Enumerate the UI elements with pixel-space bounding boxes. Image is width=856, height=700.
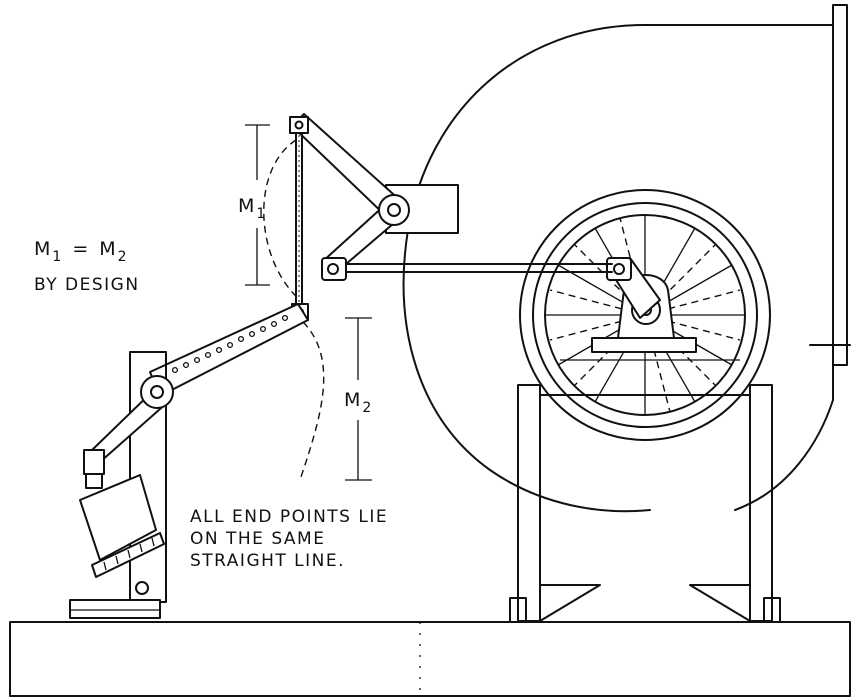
note-line-1: ALL END POINTS LIE <box>190 507 388 527</box>
equation-label: M1=M2 <box>34 238 128 265</box>
m2-dimension-label: M2 <box>344 389 372 416</box>
top-pin-block <box>289 116 309 134</box>
connecting-rod <box>344 263 613 273</box>
lower-link-end-block <box>321 257 347 281</box>
motor-post <box>69 351 167 619</box>
perforated-arm <box>149 303 309 397</box>
m1-dimension-label: M1 <box>238 195 266 222</box>
note-line-2: ON THE SAME <box>190 529 325 549</box>
vertical-rod <box>295 129 303 313</box>
fan-crank-arm <box>605 257 661 319</box>
motion-path-upper <box>263 139 301 301</box>
blower-housing <box>402 4 851 513</box>
by-design-label: BY DESIGN <box>34 275 140 295</box>
dimension-m2 <box>345 317 372 481</box>
dimension-m1 <box>245 124 270 286</box>
note-line-3: STRAIGHT LINE. <box>190 551 345 571</box>
bell-crank-pivot <box>378 194 410 226</box>
base-platform <box>9 621 851 697</box>
motion-path-lower <box>299 321 325 481</box>
fan-stand <box>509 384 781 623</box>
vibrator-unit <box>79 449 165 595</box>
arm-pivot <box>140 375 174 409</box>
